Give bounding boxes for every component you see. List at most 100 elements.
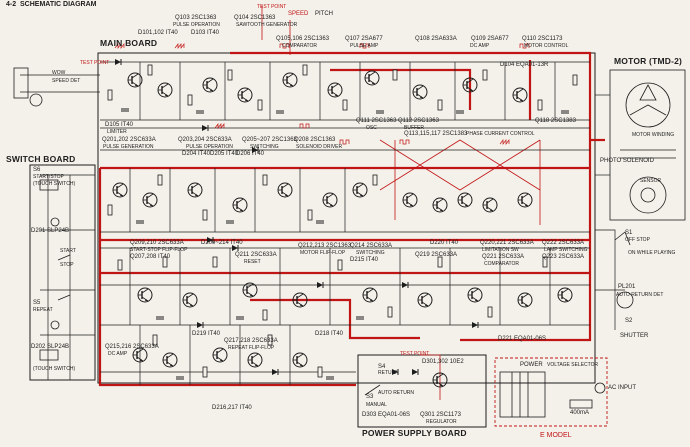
return-label[interactable]: RETURN <box>378 370 399 376</box>
s2-label: S2 <box>625 318 633 324</box>
stage-q211: Q211 2SC633A <box>235 252 277 258</box>
switch-start-stop[interactable]: START/STOP <box>33 174 64 180</box>
stage-q109: Q109 2SA677 <box>471 36 509 42</box>
stage-d220: D220 IT40 <box>430 240 459 246</box>
motor-label: MOTOR (TMD-2) <box>614 56 683 66</box>
stage-osc: OSC <box>366 125 377 131</box>
stage-q222: Q222 2SC633A <box>542 240 585 246</box>
main-board-label: MAIN BOARD <box>100 38 158 48</box>
stage-q103: Q103 2SC1363 <box>175 15 217 21</box>
stage-q208: Q208 2SC1363 <box>294 137 336 143</box>
stage-q203: Q203,204 2SC633A <box>178 137 232 143</box>
switch-stop[interactable]: STOP <box>60 262 74 268</box>
e-model-label: E MODEL <box>540 432 572 439</box>
switch-touch-sw-2: (TOUCH SWITCH) <box>33 366 76 372</box>
manual-label[interactable]: MANUAL <box>366 402 387 408</box>
diagram-title: SCHEMATIC DIAGRAM <box>20 1 97 8</box>
fuse-label: 400mA <box>570 410 590 416</box>
stage-q220: Q220,221 2SC633A <box>480 240 534 246</box>
stage-comparator-2: COMPARATOR <box>484 261 520 267</box>
stage-d206: D206 IT40 <box>236 151 265 157</box>
shutter-label: SHUTTER <box>620 333 649 339</box>
speed-det-label: SPEED DET <box>52 78 81 84</box>
stage-d218: D218 IT40 <box>315 331 344 337</box>
stage-q111: Q111 2SC1363 <box>356 118 397 124</box>
stage-d219: D219 IT40 <box>192 331 221 337</box>
stage-q104: Q104 2SC1363 <box>234 15 276 21</box>
stage-pulse-generation: PULSE GENERATION <box>103 144 154 150</box>
stage-q221: Q221 2SC633A <box>482 254 525 260</box>
stage-limiter: LIMITER <box>107 129 127 135</box>
wow-label: WOW <box>52 70 66 76</box>
stage-pulse-operation: PULSE OPERATION <box>173 22 220 28</box>
stage-q112: Q112 2SC1363 <box>398 118 439 124</box>
stage-d105: D105 IT40 <box>105 122 134 128</box>
test-point-2: TEST POINT <box>80 60 110 66</box>
ac-input-label: AC INPUT <box>608 385 637 391</box>
stage-q118: Q118 2SC1383 <box>535 118 576 124</box>
led-d201: D201 SLP24B <box>31 228 70 234</box>
stage-d205: D205 IT40 <box>210 151 239 157</box>
auto-return-det-label: AUTO RETURN DET <box>616 292 664 298</box>
stage-switching-2: SWITCHING <box>356 250 385 256</box>
stage-q207: Q207,208 IT40 <box>130 254 171 260</box>
stage-lamp-switching: LAMP SWITCHING <box>544 247 588 253</box>
stage-buffer: BUFFER <box>404 125 424 131</box>
stage-q108: Q108 2SA633A <box>415 36 457 42</box>
stage-solenoid-driver: SOLENOID DRIVER <box>296 144 343 150</box>
pitch-label: PITCH <box>315 11 333 17</box>
stage-q223: Q223 2SC633A <box>542 254 585 260</box>
s3-label: S3 <box>366 394 374 400</box>
stage-q301: Q301 2SC1173 <box>420 412 461 418</box>
stage-motor-control: MOTOR CONTROL <box>524 43 569 49</box>
stage-limitation-sw: LIMITATION SW <box>482 247 519 253</box>
sensor-label: SENSOR <box>640 178 662 184</box>
stage-d215: D215 IT40 <box>350 257 379 263</box>
stage-repeat-ff: REPEAT FLIP-FLOP <box>228 345 275 351</box>
stage-reset: RESET <box>244 259 261 265</box>
stage-q105: Q105,106 2SC1363 <box>276 36 330 42</box>
test-point-1: TEST POINT <box>257 4 287 10</box>
pl201-label: PL201 <box>618 284 636 290</box>
stage-d303: D303 EQA01-06S <box>362 412 411 418</box>
off-stop-label: OFF STOP <box>625 237 650 243</box>
switch-s6: S6 <box>33 167 41 173</box>
stage-switching: SWITCHING <box>250 144 279 150</box>
stage-d209: D209~214 IT40 <box>201 240 243 246</box>
motor-winding-label: MOTOR WINDING <box>632 132 675 138</box>
stage-sawtooth: SAWTOOTH GENERATOR <box>236 22 298 28</box>
on-while-playing-label: ON WHILE PLAYING <box>628 250 676 256</box>
stage-pulse-amp: PULSE AMP <box>350 43 379 49</box>
stage-start-stop-ff: START-STOP FLIP-FLOP <box>130 247 188 253</box>
stage-q107: Q107 2SA677 <box>345 36 383 42</box>
stage-pulse-operation-2: PULSE OPERATION <box>186 144 233 150</box>
stage-d216: D216,217 IT40 <box>212 405 252 411</box>
stage-q217: Q217,218 2SC633A <box>224 338 278 344</box>
s4-label: S4 <box>378 364 386 370</box>
led-d202: D202 SLP24B <box>31 344 70 350</box>
stage-d221: D221 EQA01-06S <box>498 336 547 342</box>
switch-board-label: SWITCH BOARD <box>6 154 76 164</box>
stage-d301: D301,302 10E2 <box>422 359 464 365</box>
auto-return-label[interactable]: AUTO RETURN <box>378 390 415 396</box>
switch-s5: S5 <box>33 300 41 306</box>
switch-start[interactable]: START <box>60 248 76 254</box>
stage-q215: Q215,216 2SC633A <box>105 344 159 350</box>
stage-d101: D101,102 IT40 <box>138 30 178 36</box>
stage-regulator: REGULATOR <box>426 419 457 425</box>
stage-q212: Q212,213 2SC1363 <box>298 243 352 249</box>
stage-d103: D103 IT40 <box>191 30 220 36</box>
voltage-selector-label: VOLTAGE SELECTOR <box>547 362 599 368</box>
test-point-3: TEST POINT <box>400 351 430 357</box>
stage-q205: Q205~207 2SC1363 <box>242 137 297 143</box>
power-supply-board-label: POWER SUPPLY BOARD <box>362 428 467 438</box>
stage-q201: Q201,202 2SC633A <box>102 137 156 143</box>
switch-repeat[interactable]: REPEAT <box>33 307 53 313</box>
stage-dc-amp-2: DC AMP <box>108 351 128 357</box>
photo-solenoid-label: PHOTO SOLENOID <box>600 158 654 164</box>
stage-dc-amp: DC AMP <box>470 43 490 49</box>
stage-q113: Q113,115,117 2SC1383 <box>404 131 468 137</box>
stage-q214: Q214 2SC633A <box>350 243 393 249</box>
